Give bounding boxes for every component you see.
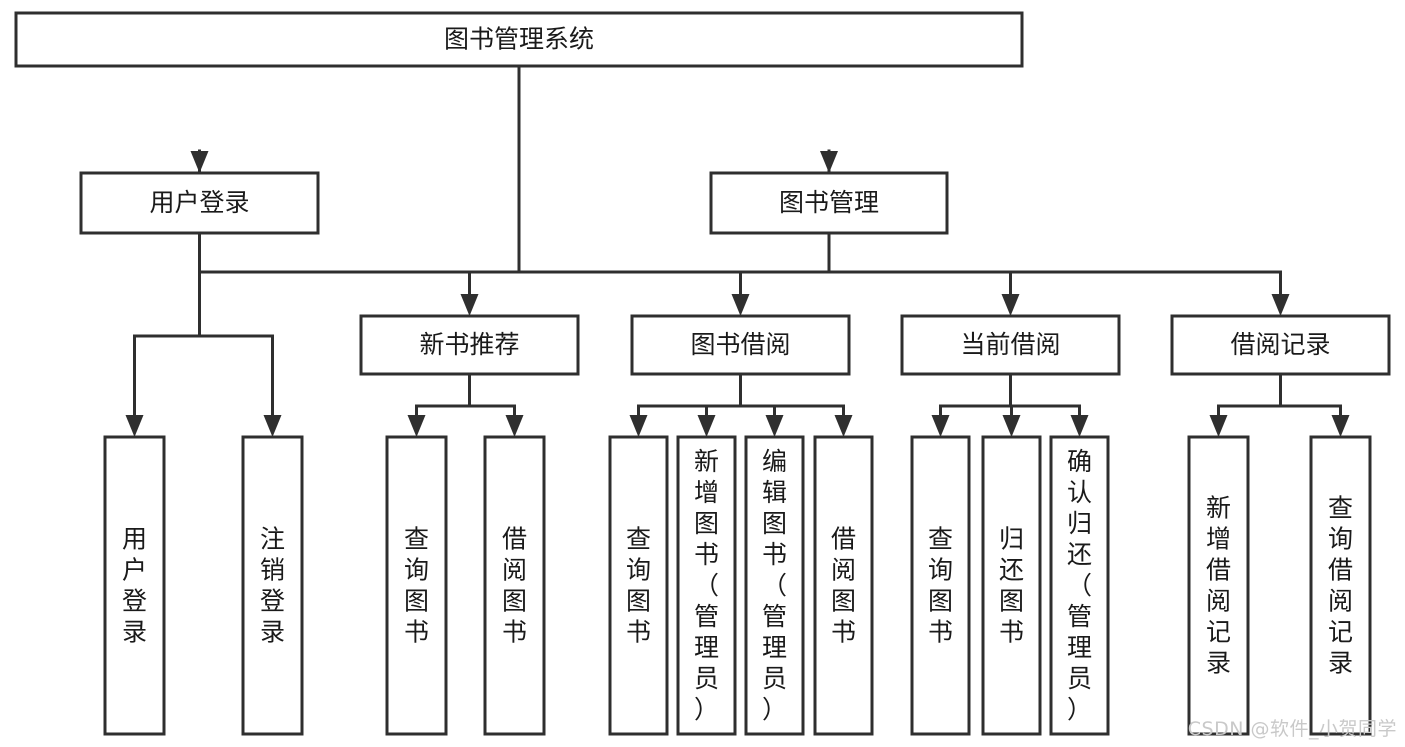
node-borrow-book-1[interactable]: 借阅图书 <box>483 435 546 736</box>
node-box-edit-book <box>744 435 805 736</box>
arrow-head-icon <box>1271 294 1290 316</box>
node-layer: 图书管理系统用户登录图书管理用户登录注销登录新书推荐查询图书借阅图书图书借阅查询… <box>14 11 1391 736</box>
node-user-logout[interactable]: 注销登录 <box>241 435 304 736</box>
node-box-book-borrow <box>630 314 851 376</box>
node-label-add-book: 新增图书（管理员） <box>694 447 719 724</box>
watermark-text: CSDN @软件_小贺同学 <box>1187 718 1397 740</box>
node-borrow-book-2[interactable]: 借阅图书 <box>813 435 874 736</box>
arrow-head-icon <box>460 294 479 316</box>
node-confirm-return[interactable]: 确认归还（管理员） <box>1049 435 1110 736</box>
node-new-book-recommend[interactable]: 新书推荐 <box>359 314 580 376</box>
node-borrow-record[interactable]: 借阅记录 <box>1170 314 1391 376</box>
node-box-return-book <box>981 435 1042 736</box>
node-box-query-book-1 <box>385 435 448 736</box>
node-label-query-book-3: 查询图书 <box>928 525 953 647</box>
node-add-borrow-record[interactable]: 新增借阅记录 <box>1187 435 1250 736</box>
node-book-borrow[interactable]: 图书借阅 <box>630 314 851 376</box>
arrow-head-icon <box>263 415 282 437</box>
node-label-book-borrow: 图书借阅 <box>690 330 790 359</box>
node-label-confirm-return: 确认归还（管理员） <box>1067 447 1092 724</box>
arrow-head-icon <box>931 415 950 437</box>
arrow-head-icon <box>765 415 784 437</box>
node-label-user-login: 用户登录 <box>149 188 249 217</box>
node-label-book-manage: 图书管理 <box>779 188 879 217</box>
arrow-head-icon <box>1002 415 1021 437</box>
arrow-head-icon <box>820 151 838 173</box>
arrow-head-icon <box>407 415 426 437</box>
node-book-manage[interactable]: 图书管理 <box>709 171 949 235</box>
node-label-new-book-recommend: 新书推荐 <box>419 330 519 359</box>
node-edit-book[interactable]: 编辑图书（管理员） <box>744 435 805 736</box>
arrow-head-icon <box>1331 415 1350 437</box>
node-box-current-borrow <box>900 314 1121 376</box>
node-query-book-2[interactable]: 查询图书 <box>608 435 669 736</box>
node-query-book-1[interactable]: 查询图书 <box>385 435 448 736</box>
arrow-head-icon <box>1001 294 1020 316</box>
node-label-return-book: 归还图书 <box>999 525 1024 647</box>
node-label-borrow-record: 借阅记录 <box>1230 330 1330 359</box>
arrow-head-icon <box>697 415 716 437</box>
arrow-head-icon <box>629 415 648 437</box>
node-user-login[interactable]: 用户登录 <box>79 171 320 235</box>
node-return-book[interactable]: 归还图书 <box>981 435 1042 736</box>
node-box-user-logout <box>241 435 304 736</box>
arrow-head-icon <box>125 415 144 437</box>
node-box-borrow-book-1 <box>483 435 546 736</box>
arrow-head-icon <box>1209 415 1228 437</box>
arrow-head-icon <box>1070 415 1089 437</box>
node-label-borrow-book-1: 借阅图书 <box>502 525 527 647</box>
arrow-head-icon <box>505 415 524 437</box>
node-label-root: 图书管理系统 <box>444 25 594 54</box>
node-user-login-do[interactable]: 用户登录 <box>103 435 166 736</box>
node-label-user-logout: 注销登录 <box>260 525 285 647</box>
node-box-borrow-book-2 <box>813 435 874 736</box>
connector-layer <box>125 64 1350 437</box>
node-add-book[interactable]: 新增图书（管理员） <box>676 435 737 736</box>
node-label-add-borrow-record: 新增借阅记录 <box>1206 494 1231 678</box>
node-box-user-login-do <box>103 435 166 736</box>
node-current-borrow[interactable]: 当前借阅 <box>900 314 1121 376</box>
node-label-user-login-do: 用户登录 <box>122 525 147 647</box>
node-label-query-borrow-record: 查询借阅记录 <box>1328 494 1353 678</box>
node-box-new-book-recommend <box>359 314 580 376</box>
node-box-book-manage <box>709 171 949 235</box>
arrow-head-icon <box>834 415 853 437</box>
node-box-query-borrow-record <box>1309 435 1372 736</box>
node-box-query-book-3 <box>910 435 971 736</box>
node-label-borrow-book-2: 借阅图书 <box>831 525 856 647</box>
node-label-query-book-2: 查询图书 <box>626 525 651 647</box>
node-label-query-book-1: 查询图书 <box>404 525 429 647</box>
arrow-head-icon <box>190 151 209 173</box>
node-box-add-borrow-record <box>1187 435 1250 736</box>
node-query-book-3[interactable]: 查询图书 <box>910 435 971 736</box>
node-box-root <box>14 11 1024 68</box>
node-box-query-book-2 <box>608 435 669 736</box>
node-label-current-borrow: 当前借阅 <box>960 330 1060 359</box>
node-box-user-login <box>79 171 320 235</box>
node-query-borrow-record[interactable]: 查询借阅记录 <box>1309 435 1372 736</box>
node-root[interactable]: 图书管理系统 <box>14 11 1024 68</box>
node-box-borrow-record <box>1170 314 1391 376</box>
node-box-add-book <box>676 435 737 736</box>
node-box-confirm-return <box>1049 435 1110 736</box>
arrow-head-icon <box>731 294 750 316</box>
node-label-edit-book: 编辑图书（管理员） <box>762 447 787 724</box>
